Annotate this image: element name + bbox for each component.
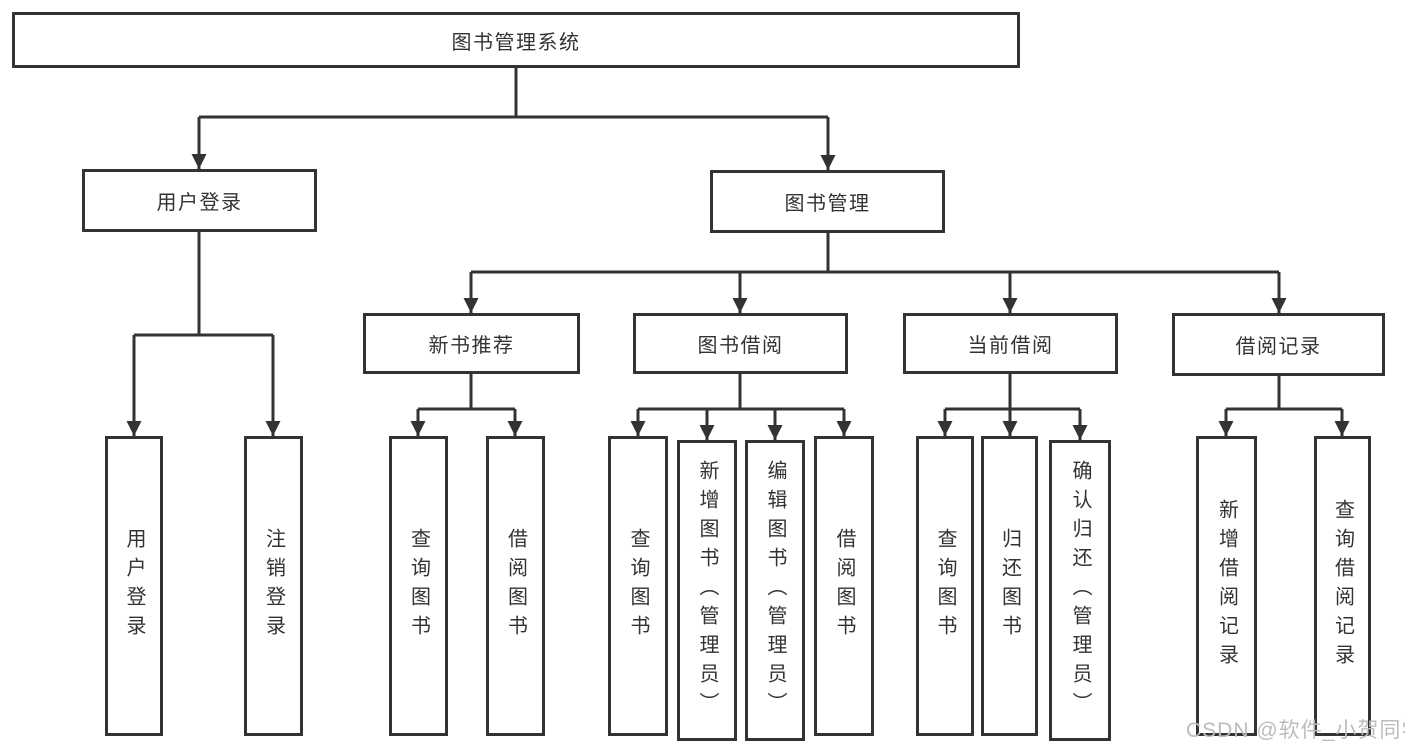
leaf-user-login: 用户登录 bbox=[105, 436, 163, 736]
leaf-query-books-3: 查询图书 bbox=[916, 436, 974, 736]
leaf-confirm-return-admin-label: 确认归还（管理员） bbox=[1069, 460, 1091, 721]
leaf-return-book: 归还图书 bbox=[981, 436, 1038, 736]
leaf-query-books-2: 查询图书 bbox=[608, 436, 668, 736]
node-borrow-records-label: 借阅记录 bbox=[1235, 336, 1322, 358]
leaf-add-borrow-record-label: 新增借阅记录 bbox=[1215, 499, 1238, 673]
node-new-book-recommend: 新书推荐 bbox=[363, 313, 580, 374]
leaf-edit-book-admin: 编辑图书（管理员） bbox=[745, 440, 805, 741]
leaf-query-books-1-label: 查询图书 bbox=[407, 528, 430, 644]
leaf-query-borrow-record: 查询借阅记录 bbox=[1314, 436, 1371, 736]
node-current-borrow: 当前借阅 bbox=[903, 313, 1118, 374]
leaf-add-book-admin: 新增图书（管理员） bbox=[677, 440, 737, 741]
node-new-book-recommend-label: 新书推荐 bbox=[428, 335, 515, 357]
node-borrow-records: 借阅记录 bbox=[1172, 313, 1385, 376]
leaf-borrow-books-1-label: 借阅图书 bbox=[504, 528, 527, 644]
node-root-label: 图书管理系统 bbox=[451, 31, 581, 54]
node-book-management-label: 图书管理 bbox=[784, 193, 871, 215]
leaf-logout-label: 注销登录 bbox=[262, 528, 285, 644]
node-book-borrow-label: 图书借阅 bbox=[697, 335, 784, 357]
leaf-borrow-books-2: 借阅图书 bbox=[814, 436, 874, 736]
leaf-add-borrow-record: 新增借阅记录 bbox=[1196, 436, 1257, 736]
wire-current-borrow-split bbox=[937, 374, 1088, 440]
node-root: 图书管理系统 bbox=[12, 12, 1020, 68]
leaf-query-books-1: 查询图书 bbox=[389, 436, 448, 736]
csdn-watermark: CSDN @软件_小贺同学 bbox=[1186, 719, 1405, 742]
leaf-query-borrow-record-label: 查询借阅记录 bbox=[1331, 499, 1354, 673]
wire-book-management-split bbox=[463, 233, 1287, 313]
leaf-query-books-2-label: 查询图书 bbox=[627, 528, 649, 644]
wire-root-split bbox=[191, 68, 836, 170]
wire-new-book-split bbox=[410, 374, 523, 436]
node-current-borrow-label: 当前借阅 bbox=[967, 335, 1054, 357]
node-book-management: 图书管理 bbox=[710, 170, 945, 233]
wire-book-borrow-split bbox=[630, 374, 852, 440]
leaf-borrow-books-2-label: 借阅图书 bbox=[833, 528, 855, 644]
leaf-confirm-return-admin: 确认归还（管理员） bbox=[1049, 440, 1111, 741]
leaf-query-books-3-label: 查询图书 bbox=[934, 528, 956, 644]
wire-user-login-split bbox=[126, 232, 281, 436]
leaf-add-book-admin-label: 新增图书（管理员） bbox=[696, 460, 718, 721]
wire-borrow-records-split bbox=[1218, 376, 1350, 436]
leaf-user-login-label: 用户登录 bbox=[123, 528, 145, 644]
node-user-login: 用户登录 bbox=[82, 169, 317, 232]
leaf-return-book-label: 归还图书 bbox=[998, 528, 1021, 644]
leaf-logout: 注销登录 bbox=[244, 436, 303, 736]
node-book-borrow: 图书借阅 bbox=[633, 313, 848, 374]
leaf-borrow-books-1: 借阅图书 bbox=[486, 436, 545, 736]
node-user-login-label: 用户登录 bbox=[156, 192, 243, 214]
leaf-edit-book-admin-label: 编辑图书（管理员） bbox=[764, 460, 786, 721]
